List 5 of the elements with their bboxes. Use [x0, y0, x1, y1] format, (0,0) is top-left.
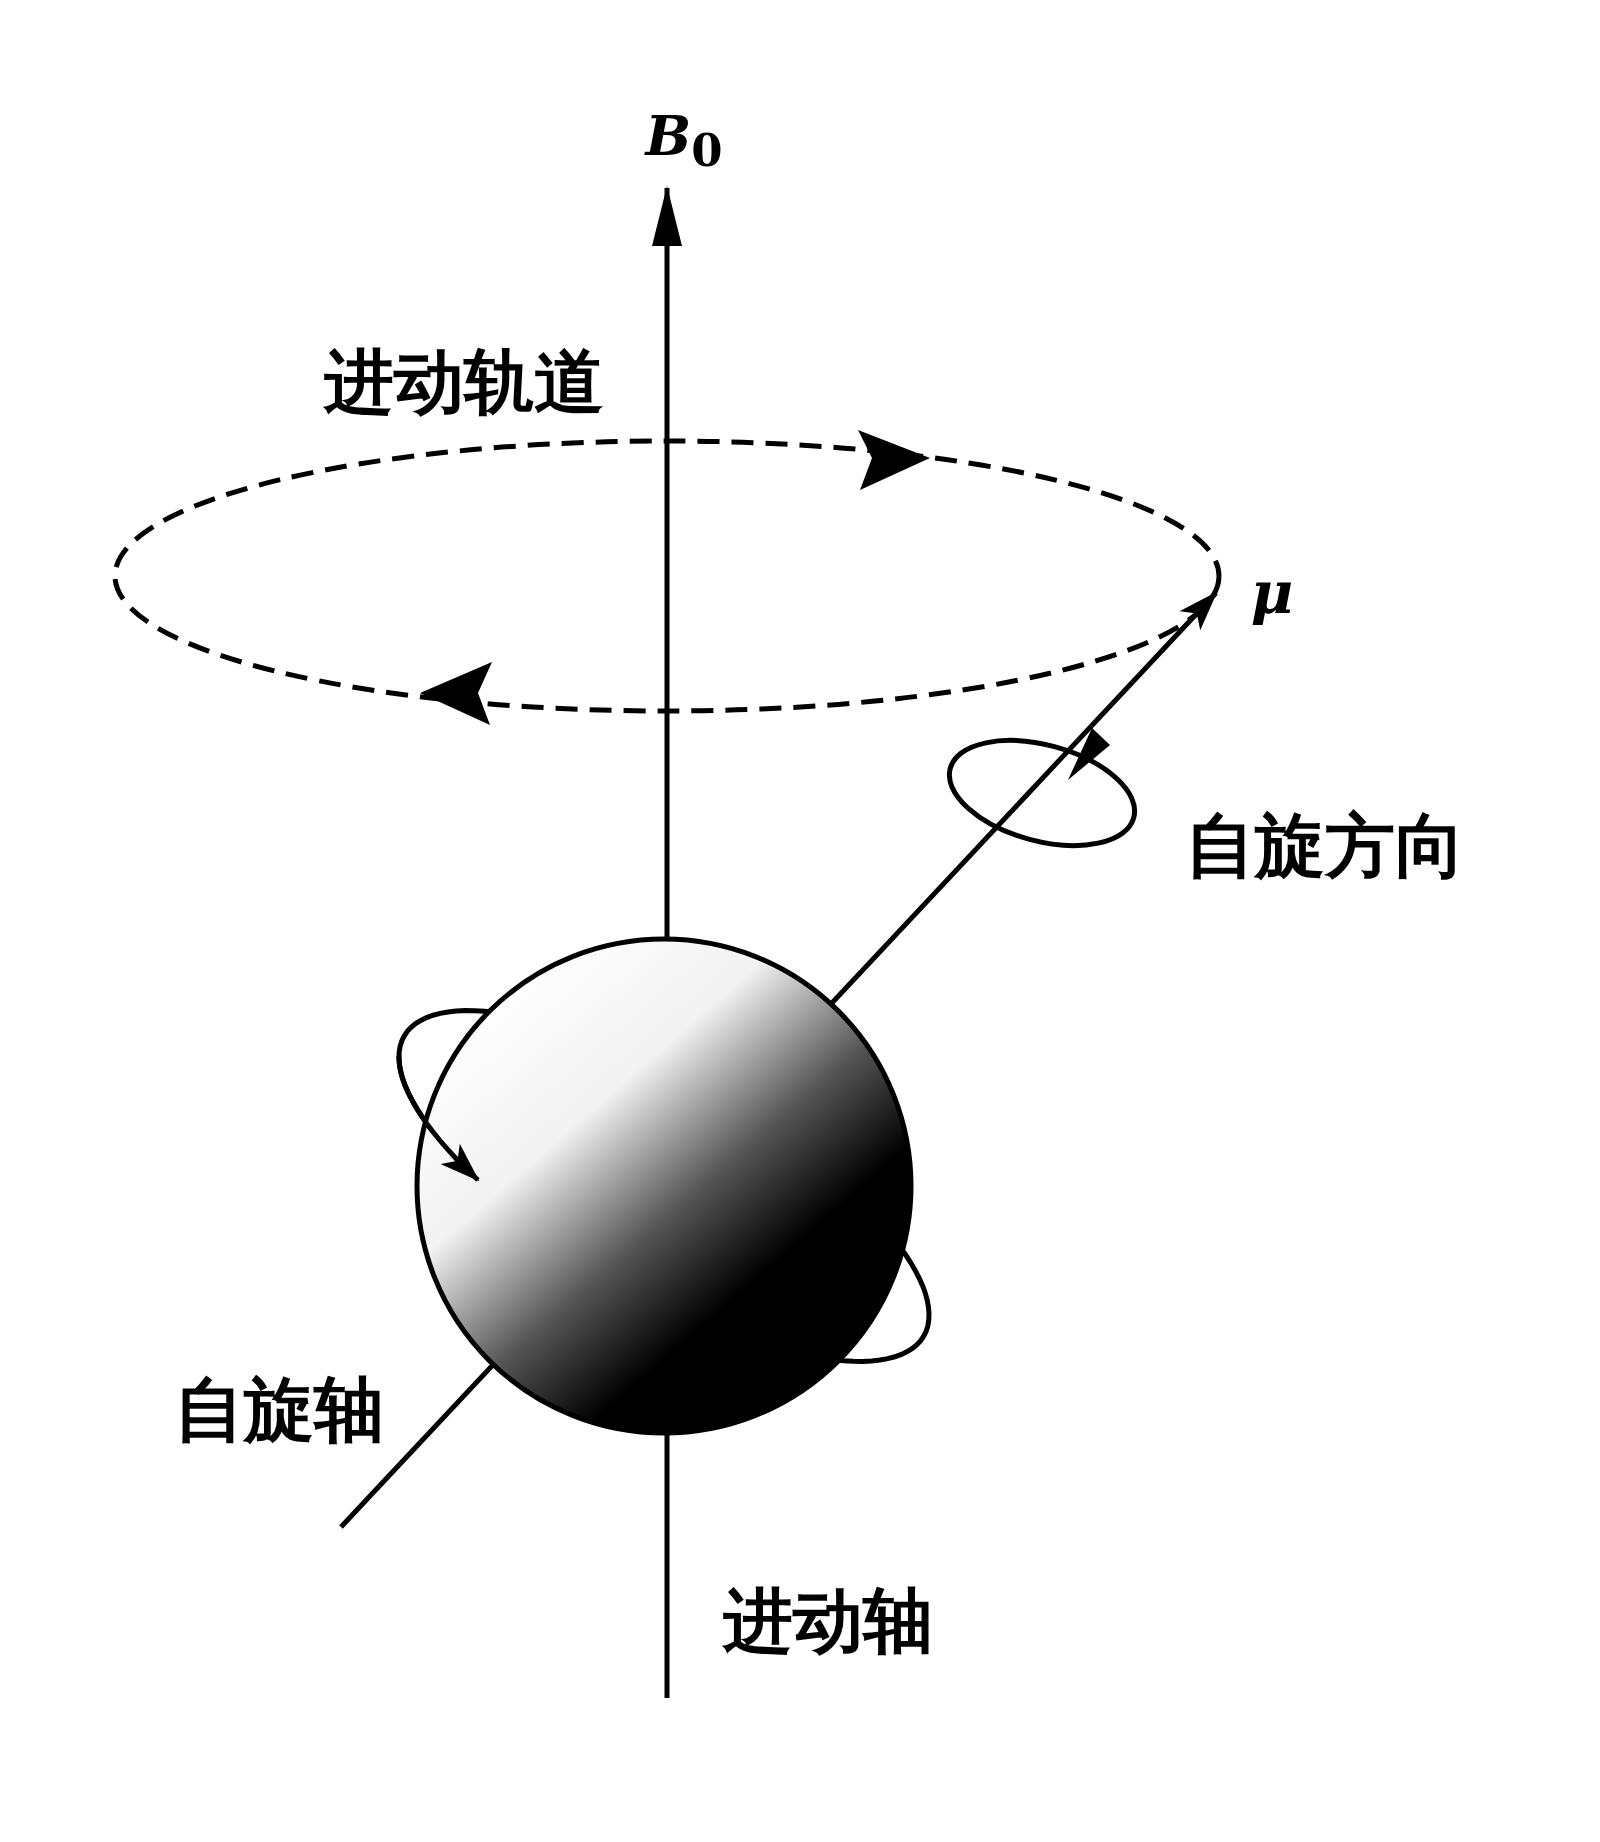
- spin-axis-label: 自旋轴: [174, 1375, 384, 1445]
- precession-axis-label: 进动轴: [723, 1586, 933, 1656]
- spin-direction-label: 自旋方向: [1185, 811, 1465, 881]
- orbit-label: 进动轨道: [324, 347, 604, 417]
- field-label: B$_{0}$: [645, 108, 723, 174]
